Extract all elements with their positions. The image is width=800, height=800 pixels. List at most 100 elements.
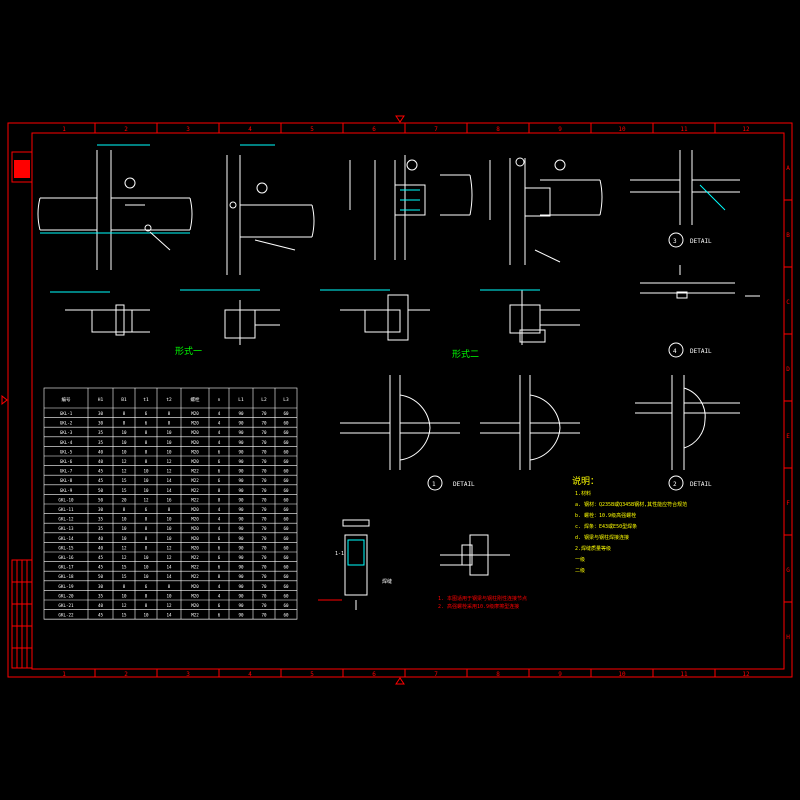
table-cell: M22 [191, 478, 199, 483]
table-cell: M20 [191, 517, 199, 522]
grid-row-H: H [786, 634, 790, 641]
grid-row-B: B [786, 232, 790, 239]
red-note-2: 2. 高强螺栓采用10.9级摩擦型连接 [438, 603, 519, 610]
table-cell: 60 [283, 574, 289, 579]
table-header-cell: 编号 [62, 396, 71, 403]
table-cell: 12 [166, 469, 172, 474]
table-cell: GKL-10 [58, 497, 74, 502]
table-cell: M20 [191, 507, 199, 512]
table-cell: 10 [121, 440, 127, 445]
table-cell: 12 [121, 603, 127, 608]
table-cell: 90 [238, 613, 244, 618]
table-cell: 8 [145, 526, 148, 531]
table-cell: 60 [283, 593, 289, 598]
table-cell: 40 [98, 459, 104, 464]
table-cell: 60 [283, 536, 289, 541]
detail-beam-column-4 [489, 157, 603, 265]
grid-col-bottom-3: 3 [186, 671, 190, 678]
table-cell: 60 [283, 497, 289, 502]
detail-2-curved-a [480, 375, 580, 470]
table-cell: M20 [191, 411, 199, 416]
table-cell: 12 [166, 545, 172, 550]
grid-col-top-5: 5 [310, 126, 314, 133]
grid-row-E: E [786, 433, 790, 440]
table-cell: 90 [238, 526, 244, 531]
table-cell: 60 [283, 430, 289, 435]
table-cell: 8 [218, 574, 221, 579]
table-cell: 60 [283, 584, 289, 589]
table-cell: 14 [166, 565, 172, 570]
weld-label: 焊缝 [382, 578, 392, 585]
table-cell: 90 [238, 440, 244, 445]
table-cell: 70 [261, 440, 267, 445]
grid-col-top-6: 6 [372, 126, 376, 133]
table-cell: 6 [218, 555, 221, 560]
table-cell: 14 [166, 574, 172, 579]
grid-col-bottom-4: 4 [248, 671, 252, 678]
table-cell: 10 [121, 517, 127, 522]
table-cell: 4 [218, 440, 221, 445]
grid-col-bottom-5: 5 [310, 671, 314, 678]
table-cell: 8 [145, 430, 148, 435]
table-header-cell: B1 [121, 397, 127, 403]
table-cell: 60 [283, 603, 289, 608]
drawing-frame [1, 115, 793, 685]
note-line: 一级 [575, 556, 585, 563]
table-cell: 90 [238, 478, 244, 483]
note-line: 1.材料 [575, 490, 591, 497]
table-cell: 70 [261, 430, 267, 435]
table-header-cell: 螺栓 [191, 396, 200, 403]
grid-col-bottom-11: 11 [680, 671, 688, 678]
table-cell: GKL-8 [60, 478, 73, 483]
table-cell: 70 [261, 421, 267, 426]
table-cell: 8 [145, 536, 148, 541]
table-cell: M20 [191, 603, 199, 608]
table-cell: GKL-19 [58, 584, 74, 589]
table-cell: 12 [143, 497, 149, 502]
grid-row-A: A [786, 165, 790, 172]
table-cell: 6 [145, 411, 148, 416]
table-cell: 14 [166, 478, 172, 483]
table-cell: 70 [261, 497, 267, 502]
grid-row-G: G [786, 567, 790, 574]
table-cell: 50 [98, 497, 104, 502]
note-line: 二级 [575, 567, 585, 574]
table-cell: 70 [261, 565, 267, 570]
table-cell: 90 [238, 603, 244, 608]
table-cell: 90 [238, 574, 244, 579]
table-cell: 90 [238, 555, 244, 560]
table-cell: 15 [121, 574, 127, 579]
detail-3 [630, 150, 740, 248]
grid-col-top-3: 3 [186, 126, 190, 133]
table-cell: 4 [218, 421, 221, 426]
table-cell: 70 [261, 613, 267, 618]
table-cell: 10 [143, 488, 149, 493]
table-cell: 10 [121, 526, 127, 531]
table-cell: 4 [218, 526, 221, 531]
table-cell: 90 [238, 536, 244, 541]
grid-col-top-10: 10 [618, 126, 626, 133]
table-cell: 70 [261, 449, 267, 454]
table-cell: 30 [98, 411, 104, 416]
grid-col-bottom-2: 2 [124, 671, 128, 678]
table-cell: 4 [218, 584, 221, 589]
table-cell: 8 [145, 459, 148, 464]
table-cell: 10 [121, 449, 127, 454]
table-cell: 6 [218, 565, 221, 570]
detail-label-3: DETAIL [690, 238, 712, 245]
table-cell: M22 [191, 469, 199, 474]
table-cell: M22 [191, 555, 199, 560]
table-cell: M22 [191, 613, 199, 618]
table-cell: 10 [143, 478, 149, 483]
table-cell: GKL-6 [60, 459, 73, 464]
table-cell: 90 [238, 421, 244, 426]
type-one-label: 形式一 [175, 345, 202, 357]
section-type-two [320, 289, 580, 345]
table-cell: 10 [166, 440, 172, 445]
table-cell: 40 [98, 449, 104, 454]
grid-row-C: C [786, 299, 790, 306]
